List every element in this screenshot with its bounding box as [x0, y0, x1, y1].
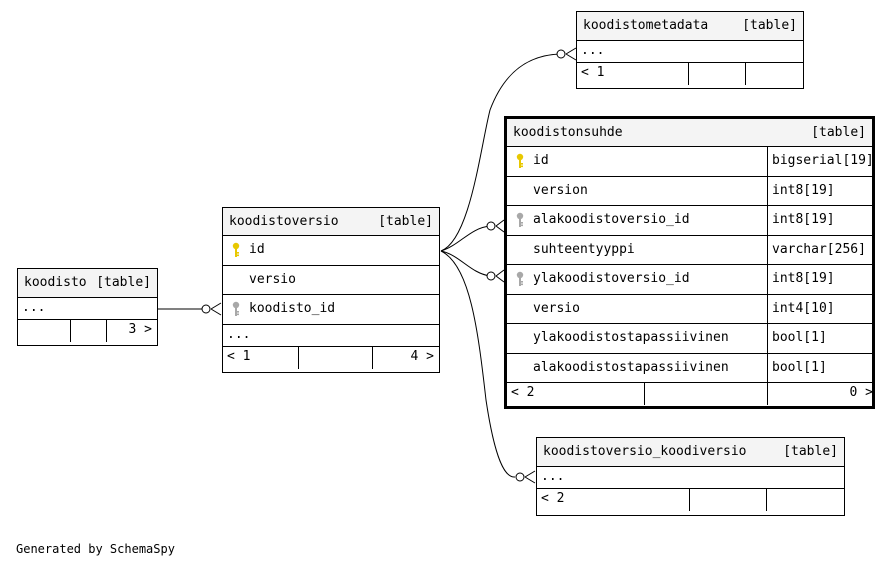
table-header: koodisto [table]: [18, 269, 157, 298]
column-type: int4[10]: [772, 300, 835, 316]
table-koodistoversio-koodiversio[interactable]: koodistoversio_koodiversio [table] ... <…: [536, 437, 845, 516]
primary-key-icon: [232, 242, 240, 257]
column-row-alakoodistostapassiivinen: alakoodistostapassiivinen bool[1]: [507, 353, 872, 383]
foreign-key-icon: [516, 271, 524, 286]
edge-koodistoversio-ylakoodistoversio: [440, 250, 491, 277]
column-row-koodisto-id: koodisto_id: [223, 295, 439, 325]
column-row-versio: versio int4[10]: [507, 294, 872, 324]
table-type-tag: [table]: [783, 444, 838, 459]
table-name: koodistoversio_koodiversio: [543, 444, 747, 459]
table-name: koodistoversio: [229, 214, 339, 229]
column-row-suhteentyyppi: suhteentyyppi varchar[256]: [507, 235, 872, 265]
column-row-alakoodistoversio-id: alakoodistoversio_id int8[19]: [507, 206, 872, 236]
column-row-ylakoodistoversio-id: ylakoodistoversio_id int8[19]: [507, 265, 872, 295]
more-columns: ...: [223, 325, 439, 347]
column-row-versio: versio: [223, 266, 439, 295]
more-columns: ...: [537, 467, 844, 489]
parent-count: < 2: [511, 385, 535, 400]
parent-count: < 1: [581, 65, 605, 80]
column-row-id: id: [223, 236, 439, 266]
table-name: koodistometadata: [583, 18, 709, 33]
edge-koodistoversio-alakoodistoversio: [440, 225, 491, 252]
more-columns: ...: [577, 41, 803, 63]
table-name: koodisto: [24, 275, 87, 290]
column-name: version: [533, 182, 588, 198]
parent-count: < 1: [227, 348, 251, 364]
generated-by-label: Generated by SchemaSpy: [16, 542, 175, 556]
column-name: id: [533, 153, 549, 168]
column-type: int8[19]: [772, 182, 835, 198]
table-type-tag: [table]: [742, 18, 797, 33]
table-koodisto[interactable]: koodisto [table] ... 3 >: [17, 268, 158, 346]
primary-key-icon: [516, 153, 524, 168]
table-footer: 3 >: [18, 320, 157, 342]
child-count: 0 >: [849, 385, 873, 400]
column-name: id: [249, 242, 265, 257]
column-type: varchar[256]: [772, 241, 866, 257]
column-type: bool[1]: [772, 359, 827, 375]
column-type: int8[19]: [772, 271, 835, 286]
table-header: koodistonsuhde [table]: [507, 119, 872, 147]
column-row-ylakoodistostapassiivinen: ylakoodistostapassiivinen bool[1]: [507, 324, 872, 354]
column-name: suhteentyyppi: [533, 241, 635, 257]
table-footer: < 1 4 >: [223, 346, 439, 369]
table-footer: < 2: [537, 489, 844, 511]
column-name: koodisto_id: [249, 301, 336, 316]
column-type: bigserial[19]: [772, 153, 874, 168]
table-koodistometadata[interactable]: koodistometadata [table] ... < 1: [576, 11, 804, 89]
child-count: 3 >: [128, 322, 152, 337]
column-name: versio: [249, 271, 296, 287]
column-row-id: id bigserial[19]: [507, 147, 872, 177]
column-name: ylakoodistostapassiivinen: [533, 330, 729, 345]
table-footer: < 2 0 >: [507, 383, 872, 405]
column-name: alakoodistoversio_id: [533, 212, 690, 227]
foreign-key-icon: [232, 301, 240, 316]
column-name: alakoodistostapassiivinen: [533, 359, 729, 375]
more-columns: ...: [18, 298, 157, 320]
table-type-tag: [table]: [96, 275, 151, 290]
column-name: ylakoodistoversio_id: [533, 271, 690, 286]
table-footer: < 1: [577, 63, 803, 85]
child-count: 4 >: [410, 348, 434, 364]
table-name: koodistonsuhde: [513, 125, 623, 140]
table-koodistoversio[interactable]: koodistoversio [table] id versio koodisto_…: [222, 207, 440, 373]
table-header: koodistoversio [table]: [223, 208, 439, 236]
table-type-tag: [table]: [811, 125, 866, 140]
column-name: versio: [533, 300, 580, 316]
foreign-key-icon: [516, 212, 524, 227]
column-row-version: version int8[19]: [507, 176, 872, 206]
table-type-tag: [table]: [378, 214, 433, 229]
table-header: koodistoversio_koodiversio [table]: [537, 438, 844, 467]
table-header: koodistometadata [table]: [577, 12, 803, 41]
column-type: int8[19]: [772, 212, 835, 227]
table-koodistonsuhde[interactable]: koodistonsuhde [table] id bigserial[19] ve…: [504, 116, 875, 409]
column-type: bool[1]: [772, 330, 827, 345]
parent-count: < 2: [541, 491, 565, 506]
